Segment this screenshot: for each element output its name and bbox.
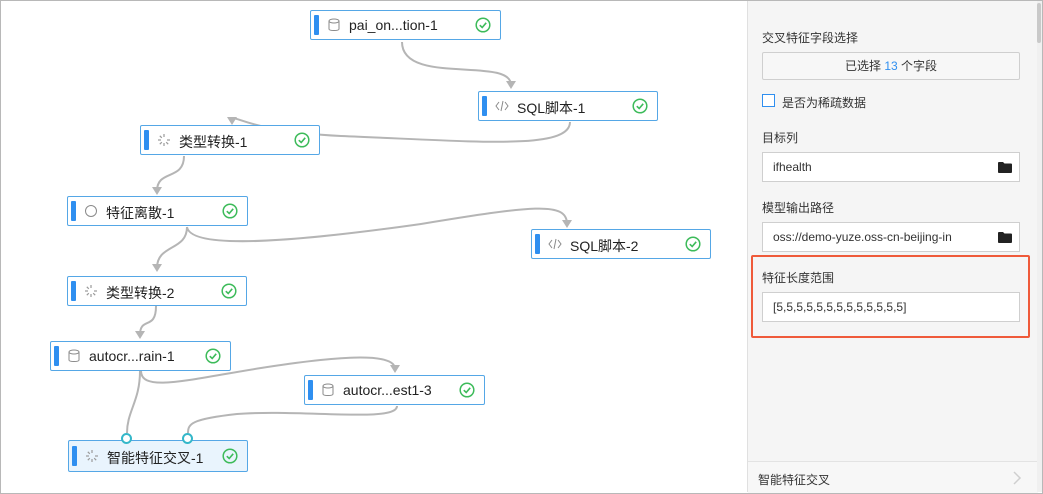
check-circle-icon (222, 203, 238, 219)
panel-scrollbar[interactable] (1037, 1, 1042, 492)
node-accent-bar (54, 346, 59, 366)
node-accent-bar (314, 15, 319, 35)
database-icon (328, 18, 340, 31)
panel-footer[interactable]: 智能特征交叉 (748, 461, 1038, 493)
edge-n7-n8 (140, 356, 396, 384)
node-accent-bar (308, 380, 313, 400)
footer-label: 智能特征交叉 (758, 473, 831, 487)
node-label: 类型转换-2 (106, 285, 175, 301)
workflow-canvas[interactable]: pai_on...tion-1 SQL脚本-1 类型转换-1 (1, 1, 747, 492)
node-label: autocr...rain-1 (89, 348, 175, 364)
sparse-label: 是否为稀疏数据 (782, 96, 867, 110)
target-column-field[interactable]: ifhealth (762, 152, 1020, 182)
node-pai-on-tion-1[interactable]: pai_on...tion-1 (310, 10, 501, 40)
edge-n7-n9 (126, 370, 141, 434)
arrow-n5 (562, 220, 572, 228)
arrow-n8 (390, 365, 400, 373)
check-circle-icon (205, 348, 221, 364)
folder-icon[interactable] (998, 232, 1012, 243)
edge-n8-n9 (187, 405, 398, 434)
check-circle-icon (221, 283, 237, 299)
circle-icon (85, 205, 97, 217)
node-feature-discretize-1[interactable]: 特征离散-1 (67, 196, 248, 226)
select-suffix: 个字段 (897, 59, 938, 73)
input-port-2[interactable] (182, 433, 193, 444)
arrow-n3 (227, 117, 237, 125)
node-autocross-train-1[interactable]: autocr...rain-1 (50, 341, 231, 371)
database-icon (68, 349, 80, 362)
edge-n4-n5 (186, 207, 568, 243)
node-accent-bar (144, 130, 149, 150)
arrow-n4 (152, 187, 162, 195)
select-prefix: 已选择 (844, 59, 885, 73)
database-icon (322, 383, 334, 396)
arrow-n6 (152, 264, 162, 272)
node-sql-script-2[interactable]: SQL脚本-2 (531, 229, 711, 259)
output-path-field[interactable]: oss://demo-yuze.oss-cn-beijing-in (762, 222, 1020, 252)
node-accent-bar (72, 446, 77, 466)
folder-icon[interactable] (998, 162, 1012, 173)
node-label: pai_on...tion-1 (349, 17, 438, 33)
node-label: SQL脚本-2 (570, 238, 639, 254)
node-label: autocr...est1-3 (343, 382, 432, 398)
scrollbar-thumb[interactable] (1037, 3, 1041, 43)
node-type-convert-1[interactable]: 类型转换-1 (140, 125, 320, 155)
check-circle-icon (459, 382, 475, 398)
chevron-right-icon[interactable] (1012, 471, 1022, 485)
select-fields-button[interactable]: 已选择 13 个字段 (762, 52, 1020, 80)
node-accent-bar (535, 234, 540, 254)
target-value: ifhealth (773, 160, 812, 174)
node-smart-feature-cross-1[interactable]: 智能特征交叉-1 (68, 440, 248, 472)
edge-n3-n4 (156, 155, 185, 192)
select-count: 13 (884, 59, 898, 73)
check-circle-icon (222, 448, 238, 464)
node-label: SQL脚本-1 (517, 100, 586, 116)
loader-icon (86, 450, 98, 462)
output-path-label: 模型输出路径 (762, 201, 835, 215)
check-circle-icon (475, 17, 491, 33)
check-circle-icon (685, 236, 701, 252)
code-icon (495, 100, 509, 112)
arrow-n2 (506, 81, 516, 89)
cross-field-label: 交叉特征字段选择 (762, 31, 859, 45)
edge-n1-n2 (401, 41, 512, 86)
sparse-checkbox[interactable] (762, 94, 775, 107)
edge-n2-n3 (231, 117, 571, 143)
target-label: 目标列 (762, 131, 799, 145)
edges-layer (126, 41, 572, 434)
arrow-n7 (135, 331, 145, 339)
input-port-1[interactable] (121, 433, 132, 444)
feature-length-field[interactable]: [5,5,5,5,5,5,5,5,5,5,5,5,5] (762, 292, 1020, 322)
edge-n4-n6 (156, 226, 188, 269)
loader-icon (85, 285, 97, 297)
node-accent-bar (482, 96, 487, 116)
node-accent-bar (71, 201, 76, 221)
feature-length-value: [5,5,5,5,5,5,5,5,5,5,5,5,5] (773, 300, 907, 314)
check-circle-icon (294, 132, 310, 148)
feature-length-label: 特征长度范围 (762, 271, 835, 285)
output-path-value: oss://demo-yuze.oss-cn-beijing-in (773, 230, 952, 244)
code-icon (548, 238, 562, 250)
properties-panel: 交叉特征字段选择 已选择 13 个字段 是否为稀疏数据 目标列 ifhealth… (747, 1, 1038, 493)
node-accent-bar (71, 281, 76, 301)
node-label: 智能特征交叉-1 (107, 450, 204, 466)
node-autocross-test1-3[interactable]: autocr...est1-3 (304, 375, 485, 405)
node-label: 特征离散-1 (106, 205, 175, 221)
check-circle-icon (632, 98, 648, 114)
loader-icon (158, 134, 170, 146)
node-sql-script-1[interactable]: SQL脚本-1 (478, 91, 658, 121)
node-label: 类型转换-1 (179, 134, 248, 150)
edge-n6-n7 (139, 305, 157, 336)
highlight-box (751, 255, 1030, 338)
node-type-convert-2[interactable]: 类型转换-2 (67, 276, 247, 306)
